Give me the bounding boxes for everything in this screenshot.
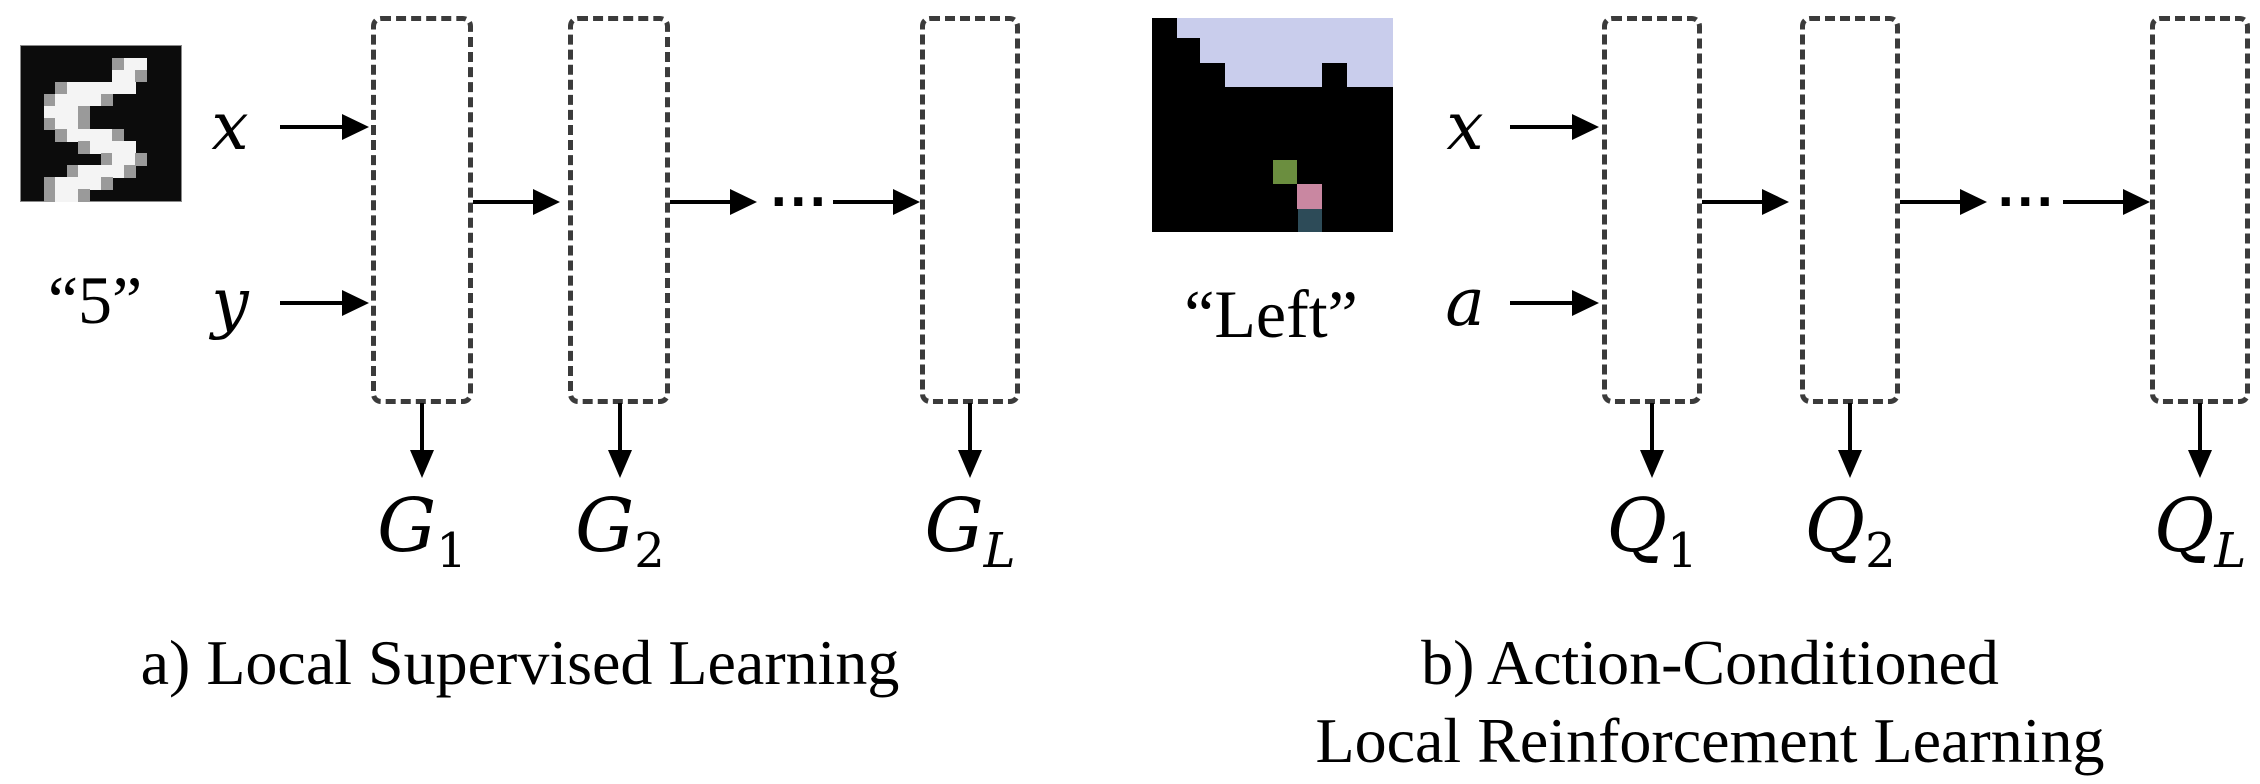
- ellipsis-a: ...: [770, 163, 829, 217]
- mnist-digit-pixels: [21, 46, 181, 202]
- input-a-label-b: a: [1445, 264, 1485, 341]
- arrow-x-line-b: [1510, 125, 1574, 129]
- q1-sub: 1: [1667, 523, 1698, 579]
- conn-b1-line: [1702, 200, 1764, 204]
- q1-base: Q: [1606, 483, 1668, 569]
- layer-box-aL: [920, 16, 1020, 404]
- game-sprite-pink: [1297, 184, 1322, 209]
- out-arrow-a1-line: [420, 403, 424, 450]
- out-arrow-aL-head: [958, 450, 982, 478]
- g2-sub: 2: [634, 523, 665, 579]
- out-arrow-a2-head: [608, 450, 632, 478]
- game-sky-step3: [1152, 63, 1225, 87]
- conn-a3-line: [833, 200, 895, 204]
- q2-sub: 2: [1865, 523, 1896, 579]
- qL-sub: L: [2214, 523, 2247, 579]
- input-x-label-b: x: [1446, 88, 1484, 165]
- conn-a2-head: [730, 189, 757, 215]
- arrow-y-head-a: [342, 290, 369, 316]
- layer-box-a2: [568, 16, 670, 404]
- out-arrow-b1-head: [1640, 450, 1664, 478]
- arrow-x-head-a: [342, 114, 369, 140]
- layer-box-a1: [371, 16, 473, 404]
- conn-b2-head: [1960, 189, 1987, 215]
- out-arrow-b1-line: [1650, 403, 1654, 450]
- q2-base: Q: [1804, 483, 1866, 569]
- arrow-a-head-b: [1572, 290, 1599, 316]
- g2-base: G: [575, 483, 635, 569]
- conn-a2-line: [670, 200, 732, 204]
- caption-panel-b-line2: Local Reinforcement Learning: [1315, 705, 2105, 776]
- game-sprite-teal: [1298, 209, 1322, 232]
- g1-sub: 1: [436, 523, 467, 579]
- layer-box-bL: [2150, 16, 2250, 404]
- output-label-g2: G2: [560, 483, 680, 579]
- g1-base: G: [377, 483, 437, 569]
- game-sprite-green: [1273, 160, 1297, 184]
- game-sky-step2: [1152, 38, 1200, 63]
- out-arrow-bL-line: [2198, 403, 2202, 450]
- ellipsis-b: ...: [1997, 163, 2056, 217]
- conn-b2-line: [1900, 200, 1962, 204]
- input-x-label-a: x: [211, 88, 249, 165]
- action-label: “Left”: [1184, 276, 1358, 352]
- game-sky-notch: [1322, 63, 1347, 87]
- gL-base: G: [924, 483, 984, 569]
- caption-panel-b: b) Action-Conditioned Local Reinforcemen…: [1270, 624, 2150, 780]
- caption-panel-b-line1: b) Action-Conditioned: [1421, 627, 1999, 698]
- caption-panel-a: a) Local Supervised Learning: [140, 627, 900, 698]
- qL-base: Q: [2153, 483, 2215, 569]
- output-label-g1: G1: [362, 483, 482, 579]
- conn-a1-line: [473, 200, 535, 204]
- game-frame-image: [1152, 18, 1393, 232]
- game-sky-step1: [1152, 18, 1177, 38]
- arrow-a-line-b: [1510, 301, 1574, 305]
- arrow-x-line-a: [280, 125, 344, 129]
- output-label-q1: Q1: [1592, 483, 1712, 579]
- out-arrow-aL-line: [968, 403, 972, 450]
- out-arrow-a1-head: [410, 450, 434, 478]
- out-arrow-a2-line: [618, 403, 622, 450]
- gL-sub: L: [983, 523, 1016, 579]
- mnist-digit-image: [20, 45, 182, 202]
- out-arrow-bL-head: [2188, 450, 2212, 478]
- layer-box-b2: [1800, 16, 1900, 404]
- out-arrow-b2-line: [1848, 403, 1852, 450]
- digit-class-label: “5”: [47, 262, 143, 338]
- conn-b3-head: [2123, 189, 2150, 215]
- output-label-q2: Q2: [1790, 483, 1910, 579]
- conn-b3-line: [2063, 200, 2125, 204]
- out-arrow-b2-head: [1838, 450, 1862, 478]
- conn-a3-head: [893, 189, 920, 215]
- conn-b1-head: [1762, 189, 1789, 215]
- conn-a1-head: [533, 189, 560, 215]
- arrow-y-line-a: [280, 301, 344, 305]
- input-y-label-a: y: [211, 264, 249, 341]
- layer-box-b1: [1602, 16, 1702, 404]
- output-label-qL: QL: [2140, 483, 2260, 579]
- output-label-gL: GL: [910, 483, 1030, 579]
- arrow-x-head-b: [1572, 114, 1599, 140]
